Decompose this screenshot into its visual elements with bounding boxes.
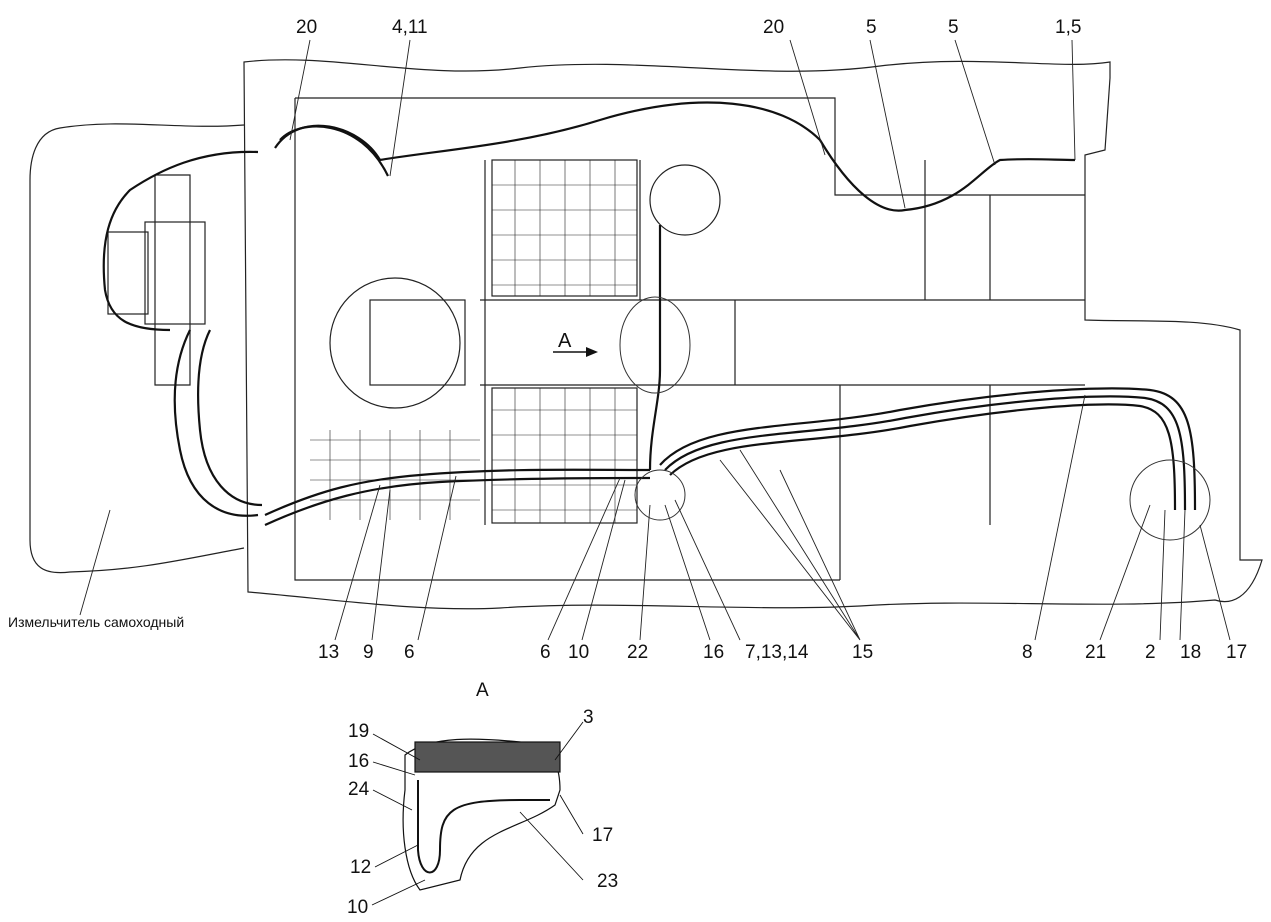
callout-detail-23: 23: [597, 871, 619, 892]
callout-detail-12: 12: [350, 857, 372, 878]
direction-marker-label: А: [558, 330, 572, 352]
callout-bottom-10: 10: [568, 642, 590, 663]
pump-circle: [634, 469, 686, 521]
chopper-outline: [29, 123, 245, 574]
hose-left-lower: [173, 329, 259, 517]
callout-top-1-5: 1,5: [1055, 17, 1082, 38]
hose-bottom-main: [264, 468, 651, 517]
callout-bottom-9: 9: [363, 642, 374, 663]
callout-bottom-16: 16: [703, 642, 725, 663]
detail-hose: [417, 780, 550, 874]
callout-detail-19: 19: [348, 721, 370, 742]
hose-top-long: [274, 101, 1076, 212]
center-hub: [329, 277, 461, 409]
detail-a-circle: [619, 296, 691, 394]
callout-top-4-11: 4,11: [392, 17, 428, 38]
hose-bottom-main-2: [264, 476, 651, 527]
hose-vertical-center: [648, 225, 662, 471]
leader-lines: [79, 39, 1231, 641]
chopper-mount: [154, 174, 191, 386]
right-connector-circle: [1129, 459, 1211, 541]
chopper-caption: Измельчитель самоходный: [8, 614, 185, 630]
callout-bottom-17: 17: [1226, 642, 1248, 663]
detail-view-a: [371, 721, 584, 906]
detail-leaders: [371, 721, 584, 906]
callout-bottom-2: 2: [1145, 642, 1156, 663]
callout-top-5a: 5: [866, 17, 877, 38]
callout-bottom-15: 15: [852, 642, 874, 663]
callout-bottom-7-13-14: 7,13,14: [745, 642, 809, 663]
callout-bottom-13: 13: [318, 642, 340, 663]
hose-right-3: [669, 403, 1177, 511]
hub-bracket: [369, 299, 466, 386]
callout-detail-24: 24: [348, 779, 370, 800]
grille-lines: [310, 160, 637, 523]
detail-outline: [402, 738, 561, 891]
hose-right-2: [664, 395, 1187, 511]
machine-frame-outline: [243, 59, 1263, 610]
callout-bottom-21: 21: [1085, 642, 1107, 663]
chopper-motor: [144, 221, 206, 325]
callout-bottom-22: 22: [627, 642, 649, 663]
detail-radiator: [414, 741, 561, 773]
callout-top-20a: 20: [296, 17, 318, 38]
hose-left-upper: [102, 150, 259, 332]
callout-detail-3: 3: [583, 707, 594, 728]
hose-left-lower-2: [196, 329, 263, 507]
hose-top-parallel: [279, 125, 389, 177]
fan-circle: [649, 164, 721, 236]
callout-top-20b: 20: [763, 17, 785, 38]
callout-bottom-8: 8: [1022, 642, 1033, 663]
callout-bottom-18: 18: [1180, 642, 1202, 663]
chopper-motor-side: [107, 231, 149, 315]
callout-bottom-6a: 6: [404, 642, 415, 663]
callout-top-5b: 5: [948, 17, 959, 38]
callout-bottom-6b: 6: [540, 642, 551, 663]
hose-right-1: [659, 387, 1197, 511]
direction-arrow-head: [586, 347, 598, 357]
inner-frame: [294, 97, 1085, 581]
callout-detail-17: 17: [592, 825, 614, 846]
callout-detail-10: 10: [347, 897, 369, 918]
detail-view-title: А: [476, 680, 489, 701]
callout-detail-16: 16: [348, 751, 370, 772]
lower-grille: [491, 387, 638, 524]
upper-grille: [491, 159, 638, 297]
